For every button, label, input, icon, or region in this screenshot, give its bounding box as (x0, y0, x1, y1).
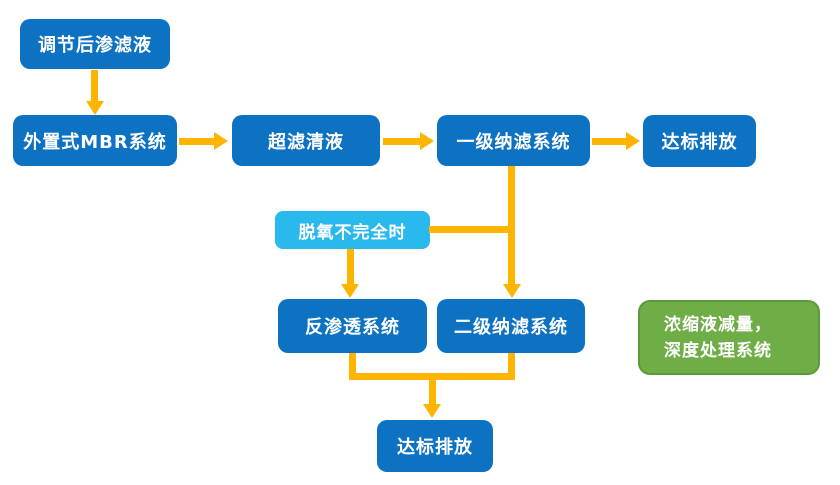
arrow-adjusted-to-mbr-line (91, 70, 98, 101)
node-uf-clear-liquid: 超滤清液 (232, 115, 380, 166)
arrow-nf1-to-discharge-line (592, 138, 626, 145)
node-mbr-system: 外置式MBR系统 (13, 115, 177, 166)
arrow-deoxygen-to-ro-line (347, 249, 354, 284)
arrow-nf1-to-nf2-head-icon (503, 284, 521, 298)
arrow-merge-to-discharge-line (429, 373, 436, 404)
node-discharge-top: 达标排放 (643, 115, 756, 167)
arrow-merge-to-discharge-head-icon (423, 404, 441, 418)
node-nf2-system: 二级纳滤系统 (437, 299, 585, 353)
arrow-uf-to-nf1-line (383, 138, 420, 145)
node-deoxygen-incomplete: 脱氧不完全时 (275, 211, 430, 249)
node-adjusted-leachate: 调节后渗滤液 (20, 19, 170, 69)
concentrate-reduction-line1: 浓缩液减量， (664, 314, 772, 335)
concentrate-reduction-line2: 深度处理系统 (664, 340, 772, 361)
arrow-deoxygen-to-ro-head-icon (341, 284, 359, 298)
arrow-uf-to-nf1-head-icon (420, 132, 434, 150)
connector-nf2-drop (508, 353, 515, 380)
arrow-nf1-to-discharge-head-icon (626, 132, 640, 150)
arrow-adjusted-to-mbr-head-icon (86, 101, 104, 115)
node-concentrate-reduction: 浓缩液减量， 深度处理系统 (638, 300, 820, 375)
connector-ro-drop (349, 353, 356, 380)
arrow-mbr-to-uf-head-icon (214, 132, 228, 150)
node-nf1-system: 一级纳滤系统 (437, 115, 590, 166)
connector-deoxygen-to-nf2-branch (429, 226, 512, 233)
node-discharge-bottom: 达标排放 (377, 420, 493, 472)
arrow-mbr-to-uf-line (179, 138, 214, 145)
arrow-nf1-to-nf2-line (508, 166, 515, 284)
node-ro-system: 反渗透系统 (278, 299, 427, 353)
